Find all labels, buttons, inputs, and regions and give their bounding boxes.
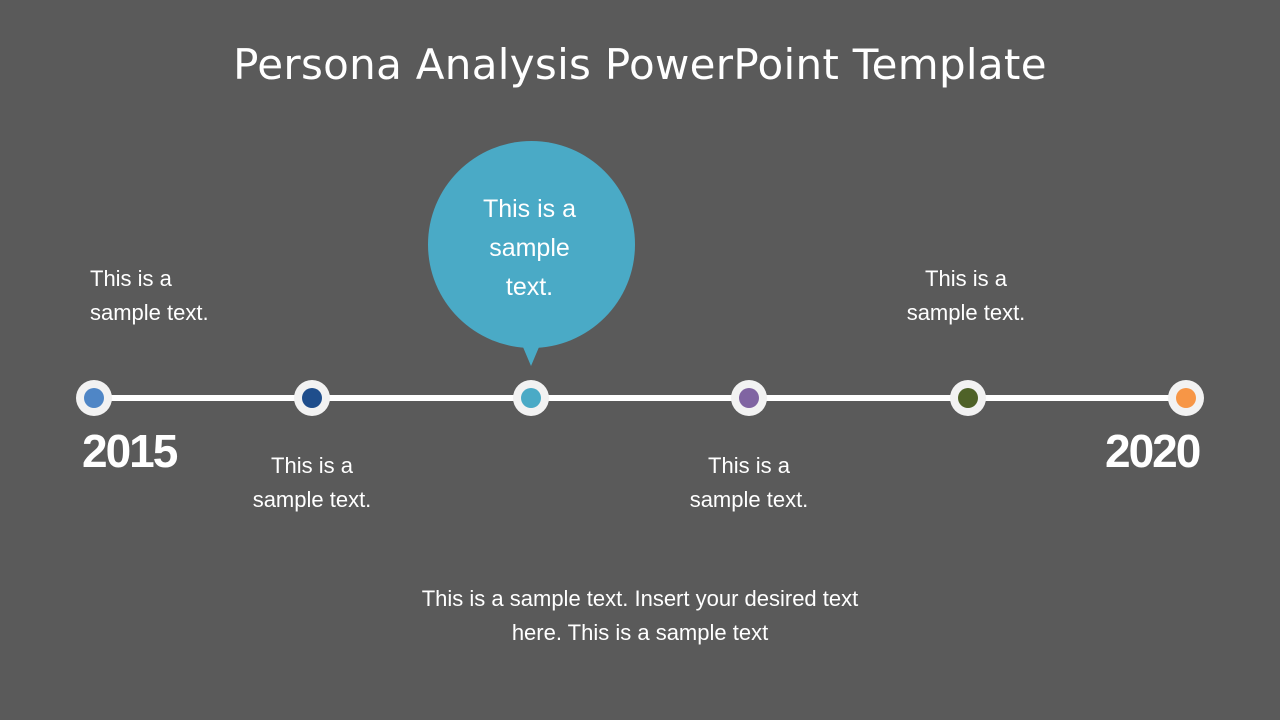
label-line: This is a — [708, 453, 790, 478]
footer-text: This is a sample text. Insert your desir… — [340, 582, 940, 650]
node-2-label: This is a sample text. — [212, 449, 412, 517]
label-line: This is a — [271, 453, 353, 478]
label-line: sample text. — [906, 300, 1026, 325]
label-line: This is a — [925, 266, 1007, 291]
label-line: This is a — [90, 266, 172, 291]
node-1-label: This is a sample text. — [34, 262, 234, 330]
speech-bubble — [428, 141, 635, 348]
label-line: text. — [505, 273, 554, 301]
timeline-node-2 — [294, 380, 330, 416]
footer-line: here. This is a sample text — [511, 620, 769, 645]
node-dot-icon — [302, 388, 322, 408]
timeline-node-5 — [950, 380, 986, 416]
node-dot-icon — [958, 388, 978, 408]
node-dot-icon — [84, 388, 104, 408]
timeline-node-4 — [731, 380, 767, 416]
label-line: sample — [489, 234, 570, 262]
footer-line: This is a sample text. Insert your desir… — [421, 586, 859, 611]
node-dot-icon — [1176, 388, 1196, 408]
node-dot-icon — [739, 388, 759, 408]
node-4-label: This is a sample text. — [649, 449, 849, 517]
label-line: sample text. — [252, 487, 372, 512]
bubble-text: This is a sample text. — [428, 190, 631, 307]
label-line: sample text. — [90, 300, 209, 325]
speech-bubble-tail — [520, 340, 542, 366]
timeline-node-3 — [513, 380, 549, 416]
node-5-label: This is a sample text. — [866, 262, 1066, 330]
slide-title: Persona Analysis PowerPoint Template — [233, 40, 1047, 89]
timeline-node-1 — [76, 380, 112, 416]
label-line: sample text. — [689, 487, 809, 512]
end-year: 2020 — [1105, 425, 1201, 477]
node-dot-icon — [521, 388, 541, 408]
timeline-node-6 — [1168, 380, 1204, 416]
timeline-line — [93, 395, 1185, 401]
label-line: This is a — [482, 195, 577, 223]
start-year: 2015 — [82, 425, 178, 477]
